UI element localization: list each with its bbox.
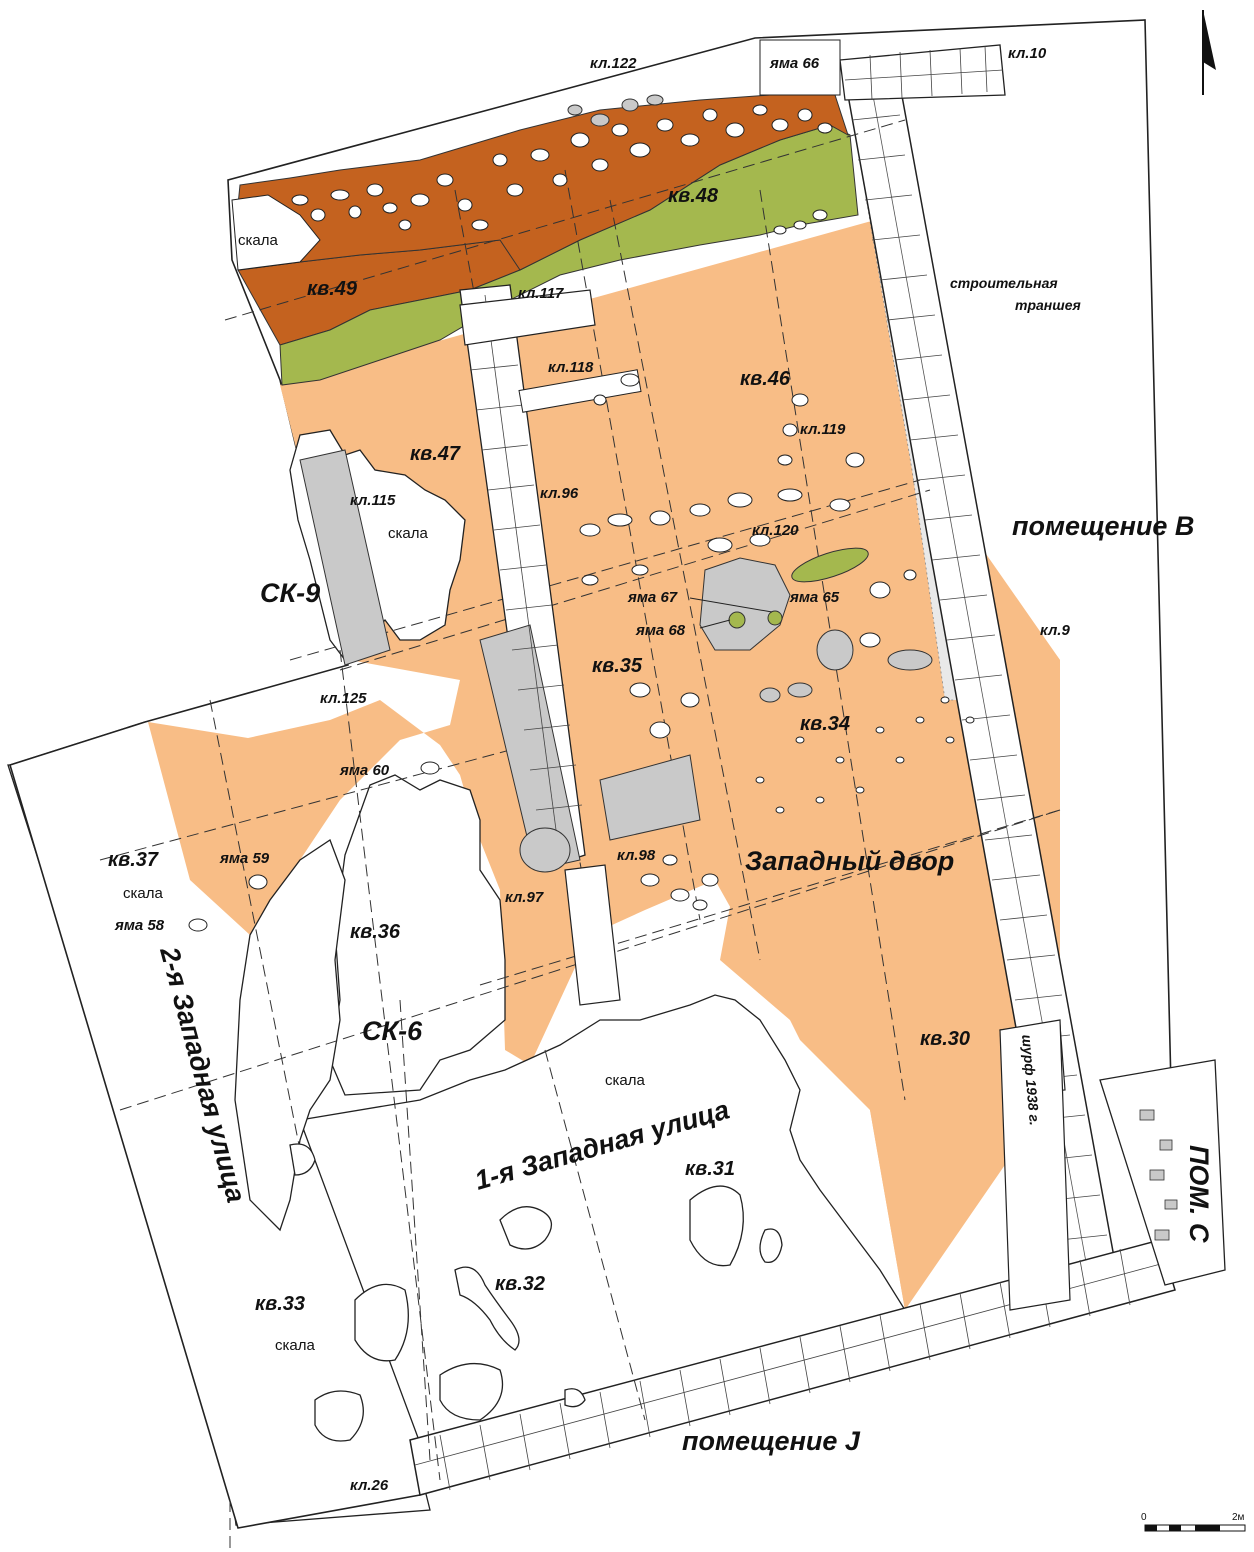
wall-kl98 — [599, 754, 701, 841]
label-kv36: кв.36 — [350, 921, 401, 943]
scale-label-0: 0 — [1141, 1512, 1147, 1523]
label-kl10: кл.10 — [1008, 45, 1047, 62]
rubble-stones-top — [291, 94, 833, 235]
label-kl26: кл.26 — [350, 1477, 389, 1494]
south-wall — [409, 1239, 1176, 1496]
scale-bar-icon — [1144, 1524, 1246, 1532]
label-skala-kv33: скала — [275, 1337, 315, 1354]
label-kl118: кл.118 — [548, 359, 594, 376]
pit-68 — [728, 611, 746, 629]
label-yama59: яма 59 — [219, 850, 270, 867]
label-skala-kv37: скала — [123, 885, 163, 902]
pit-67 — [767, 610, 783, 626]
label-kl120: кл.120 — [752, 522, 799, 539]
label-skala-top: скала — [238, 232, 278, 249]
label-skala-ck9: скала — [388, 525, 428, 542]
wall-kl10 — [839, 44, 1006, 101]
label-kv33: кв.33 — [255, 1293, 305, 1315]
label-kl122: кл.122 — [590, 55, 637, 72]
label-kv48: кв.48 — [668, 185, 719, 207]
label-yama66: яма 66 — [769, 55, 820, 72]
label-pom-b: помещение В — [1012, 511, 1194, 541]
label-yama65: яма 65 — [789, 589, 840, 606]
label-shurf: шурф 1938 г. — [1019, 1034, 1043, 1126]
pit-66-area — [759, 39, 841, 96]
rock-top-left — [231, 194, 321, 271]
label-kl97: кл.97 — [505, 889, 544, 906]
label-yama58: яма 58 — [114, 917, 165, 934]
pit-65 — [791, 547, 869, 583]
room-c-stones — [1139, 1109, 1178, 1241]
north-arrow-icon — [1202, 10, 1216, 95]
label-kl9: кл.9 — [1040, 622, 1070, 639]
label-ck9: СК-9 — [260, 578, 320, 608]
pit-67-leader — [689, 597, 773, 613]
label-kv37: кв.37 — [108, 849, 159, 871]
label-kv32: кв.32 — [495, 1273, 545, 1295]
rock-area-street2 — [234, 839, 346, 1232]
test-pit-1938-full — [999, 1019, 1071, 1311]
scattered-stones — [188, 373, 975, 932]
wall-kl97 — [564, 864, 621, 1006]
label-kv30: кв.30 — [920, 1028, 970, 1050]
label-yama67: яма 67 — [627, 589, 678, 606]
label-kv47: кв.47 — [410, 443, 461, 465]
label-trench-2: траншея — [1015, 297, 1081, 313]
south-wall-stones — [414, 1248, 1169, 1491]
label-yama68: яма 68 — [635, 622, 686, 639]
label-skala-south: скала — [605, 1072, 645, 1089]
pit-68-leader — [699, 619, 731, 629]
label-kl98: кл.98 — [617, 847, 656, 864]
label-kl119: кл.119 — [800, 421, 846, 438]
label-kl125: кл.125 — [320, 690, 367, 707]
wall-kl10-stones — [844, 45, 1004, 101]
wall-kl96 — [459, 284, 586, 873]
label-kv46: кв.46 — [740, 368, 791, 390]
wall-kl117 — [459, 289, 596, 346]
label-kl117: кл.117 — [518, 285, 564, 302]
label-pom-j: помещение J — [682, 1426, 861, 1456]
label-kl115: кл.115 — [350, 492, 396, 509]
courtyard-fill-center — [475, 520, 1060, 1310]
label-trench-1: строительная — [950, 275, 1058, 291]
scale-label-2m: 2м — [1232, 1512, 1245, 1523]
label-kl96: кл.96 — [540, 485, 579, 502]
label-yama60: яма 60 — [339, 762, 390, 779]
label-kv34: кв.34 — [800, 713, 850, 735]
label-kv49: кв.49 — [307, 278, 358, 300]
wall-kl115 — [299, 449, 391, 666]
label-west-yard: Западный двор — [745, 846, 954, 876]
pit-67-area — [699, 557, 791, 651]
label-pom-c: ПОМ. С — [1184, 1145, 1214, 1243]
label-ck6: СК-6 — [362, 1016, 423, 1046]
rock-islands — [289, 1143, 783, 1442]
label-kv35: кв.35 — [592, 655, 643, 677]
label-kv31: кв.31 — [685, 1158, 735, 1180]
